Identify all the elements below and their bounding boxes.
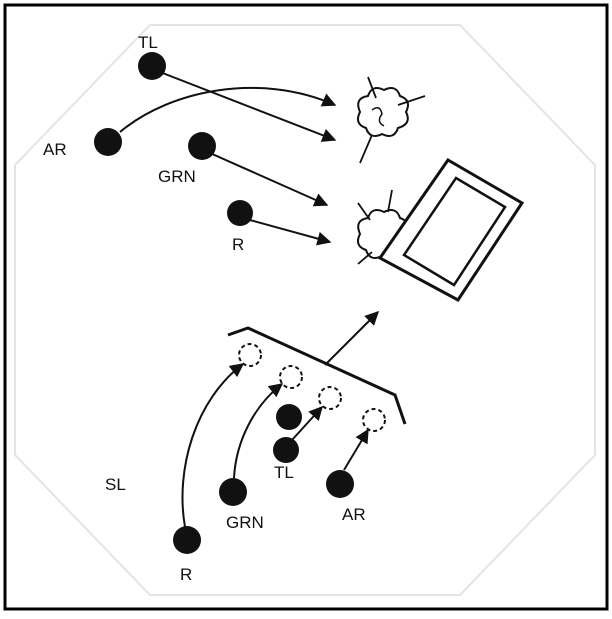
soldier-tl-bottom [273, 437, 299, 463]
arrow-r-top [250, 220, 330, 242]
label-grn-bottom: GRN [226, 513, 264, 532]
label-tl-bottom: TL [274, 463, 294, 482]
soldier-extra-bottom [276, 404, 302, 430]
arrow-to-window [325, 312, 378, 365]
arrow-ar-top [120, 88, 335, 132]
label-r-top: R [232, 235, 244, 254]
soldier-grn-top [188, 132, 216, 160]
soldier-r-top [227, 200, 253, 226]
soldier-tl-top [138, 52, 166, 80]
position-4 [363, 409, 385, 431]
position-1 [239, 344, 261, 366]
soldier-ar-bottom [326, 470, 354, 498]
position-3 [319, 387, 341, 409]
window-opening [380, 160, 522, 300]
explosion-upper [358, 77, 425, 163]
arrow-grn-top [210, 153, 327, 205]
arrow-ar-bottom [344, 430, 368, 470]
soldier-grn-bottom [219, 478, 247, 506]
arrow-tl-top [160, 72, 335, 140]
label-sl: SL [105, 475, 126, 494]
label-tl-top: TL [138, 33, 158, 52]
label-r-bottom: R [180, 565, 192, 584]
label-ar-top: AR [43, 140, 67, 159]
position-2 [280, 366, 302, 388]
label-ar-bottom: AR [342, 505, 366, 524]
soldier-ar-top [94, 128, 122, 156]
wall-line [228, 328, 405, 424]
label-grn-top: GRN [158, 167, 196, 186]
soldier-r-bottom [173, 526, 201, 554]
octagon-outline [15, 25, 595, 595]
